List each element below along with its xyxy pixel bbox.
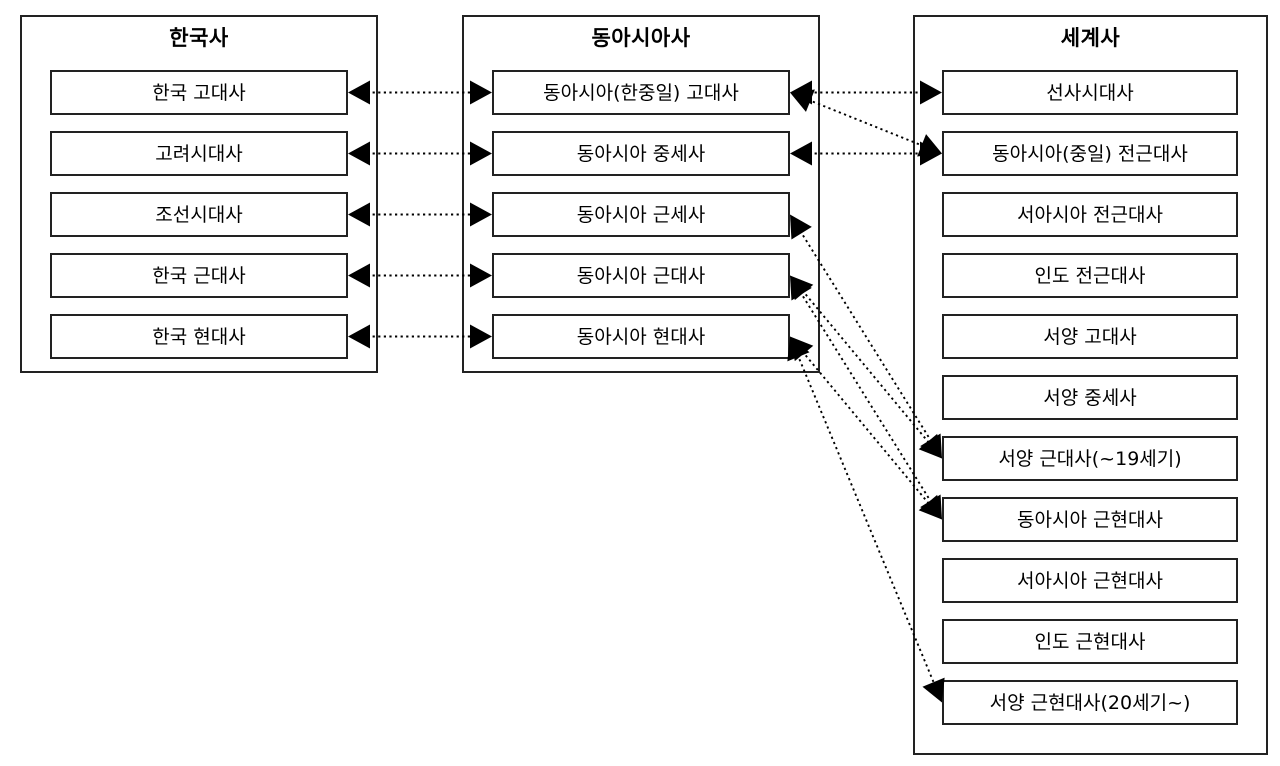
node-world-8[interactable]: 서아시아 근현대사 <box>942 558 1238 603</box>
node-world-10[interactable]: 서양 근현대사(20세기~) <box>942 680 1238 725</box>
node-label: 서양 고대사 <box>1043 325 1137 348</box>
node-label: 고려시대사 <box>155 142 243 165</box>
node-label: 인도 근현대사 <box>1034 630 1146 653</box>
node-label: 서양 중세사 <box>1043 386 1137 409</box>
node-east-asia-4[interactable]: 동아시아 현대사 <box>492 314 790 359</box>
node-label: 동아시아 근현대사 <box>1017 508 1163 531</box>
node-world-7[interactable]: 동아시아 근현대사 <box>942 497 1238 542</box>
node-east-asia-0[interactable]: 동아시아(한중일) 고대사 <box>492 70 790 115</box>
node-label: 인도 전근대사 <box>1034 264 1146 287</box>
node-label: 서양 근현대사(20세기~) <box>989 691 1191 714</box>
connector-line-7 <box>807 98 925 148</box>
node-east-asia-2[interactable]: 동아시아 근세사 <box>492 192 790 237</box>
node-label: 동아시아(중일) 전근대사 <box>992 142 1188 165</box>
node-label: 서양 근대사(~19세기) <box>998 447 1182 470</box>
node-east-asia-3[interactable]: 동아시아 근대사 <box>492 253 790 298</box>
node-world-4[interactable]: 서양 고대사 <box>942 314 1238 359</box>
node-korea-0[interactable]: 한국 고대사 <box>50 70 348 115</box>
node-world-1[interactable]: 동아시아(중일) 전근대사 <box>942 131 1238 176</box>
node-label: 서아시아 전근대사 <box>1017 203 1163 226</box>
connector-line-11 <box>801 350 931 506</box>
node-world-3[interactable]: 인도 전근대사 <box>942 253 1238 298</box>
node-korea-2[interactable]: 조선시대사 <box>50 192 348 237</box>
node-label: 동아시아 중세사 <box>576 142 706 165</box>
node-east-asia-1[interactable]: 동아시아 중세사 <box>492 131 790 176</box>
group-world-title: 세계사 <box>1060 26 1121 50</box>
node-label: 동아시아 현대사 <box>576 325 706 348</box>
node-label: 한국 현대사 <box>152 325 246 348</box>
node-korea-3[interactable]: 한국 근대사 <box>50 253 348 298</box>
group-korea-title: 한국사 <box>169 26 229 50</box>
node-world-0[interactable]: 선사시대사 <box>942 70 1238 115</box>
node-label: 한국 고대사 <box>152 81 246 104</box>
node-label: 조선시대사 <box>155 203 243 226</box>
node-label: 선사시대사 <box>1046 81 1134 104</box>
node-label: 동아시아(한중일) 고대사 <box>543 81 739 104</box>
node-korea-4[interactable]: 한국 현대사 <box>50 314 348 359</box>
connector-line-9 <box>801 289 931 445</box>
node-label: 서아시아 근현대사 <box>1017 569 1163 592</box>
node-label: 동아시아 근대사 <box>576 264 706 287</box>
node-world-6[interactable]: 서양 근대사(~19세기) <box>942 436 1238 481</box>
node-label: 한국 근대사 <box>152 264 246 287</box>
node-label: 동아시아 근세사 <box>576 203 706 226</box>
group-east-asia-title: 동아시아사 <box>591 26 691 50</box>
node-world-5[interactable]: 서양 중세사 <box>942 375 1238 420</box>
node-korea-1[interactable]: 고려시대사 <box>50 131 348 176</box>
node-world-9[interactable]: 인도 근현대사 <box>942 619 1238 664</box>
node-world-2[interactable]: 서아시아 전근대사 <box>942 192 1238 237</box>
